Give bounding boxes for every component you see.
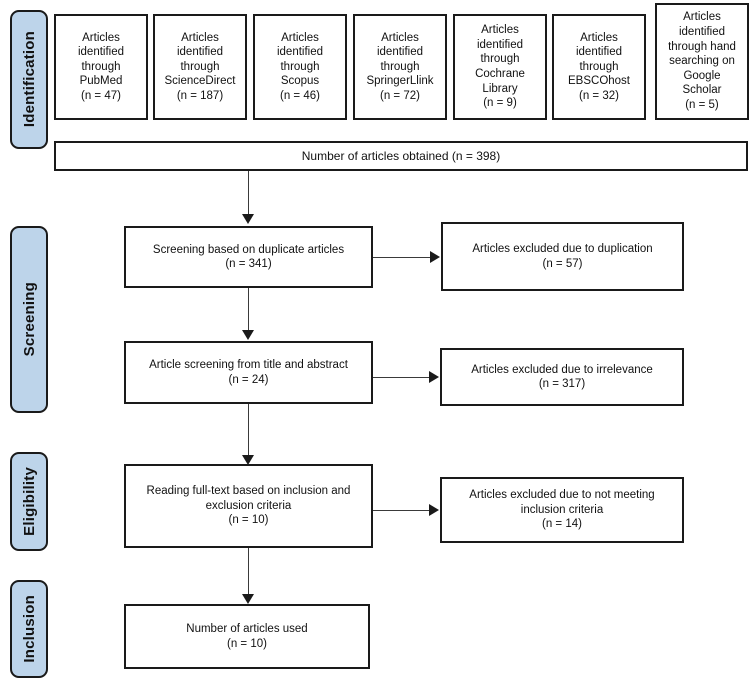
total-articles-text: Number of articles obtained (n = 398) — [301, 148, 501, 163]
connector-total-to-duplicate — [248, 171, 249, 216]
source-text-pubmed: Articles identified through PubMed (n = … — [77, 31, 125, 102]
connector-fulltext-to-final — [248, 548, 249, 597]
flow-box-full-text-reading: Reading full-text based on inclusion and… — [124, 464, 373, 548]
flow-box-title-abstract-screening: Article screening from title and abstrac… — [124, 341, 373, 404]
source-text-ebscohost: Articles identified through EBSCOhost (n… — [568, 31, 630, 102]
arrow-total-to-duplicate — [242, 214, 254, 224]
source-box-pubmed: Articles identified through PubMed (n = … — [54, 14, 148, 120]
stage-pill-inclusion: Inclusion — [10, 580, 48, 678]
total-articles-box: Number of articles obtained (n = 398) — [54, 141, 748, 171]
source-box-ebscohost: Articles identified through EBSCOhost (n… — [552, 14, 646, 120]
final-articles-used-text: Number of articles used (n = 10) — [186, 623, 308, 650]
arrow-fulltext-to-final — [242, 594, 254, 604]
source-text-sciencedirect: Articles identified through ScienceDirec… — [164, 31, 236, 102]
source-text-cochrane: Articles identified through Cochrane Lib… — [475, 24, 525, 110]
stage-pill-eligibility: Eligibility — [10, 452, 48, 551]
arrow-title-abstract-to-excluded — [429, 371, 439, 383]
excluded-box-inclusion-criteria: Articles excluded due to not meeting inc… — [440, 477, 684, 543]
source-text-springerlink: Articles identified through SpringerLlin… — [366, 31, 434, 102]
connector-fulltext-to-excluded — [373, 510, 430, 511]
source-box-sciencedirect: Articles identified through ScienceDirec… — [153, 14, 247, 120]
connector-duplicate-to-excluded — [373, 257, 431, 258]
stage-label-eligibility: Eligibility — [20, 467, 38, 536]
source-box-cochrane: Articles identified through Cochrane Lib… — [453, 14, 547, 120]
final-articles-used-box: Number of articles used (n = 10) — [124, 604, 370, 669]
stage-label-screening: Screening — [20, 282, 38, 357]
arrow-title-abstract-to-fulltext — [242, 455, 254, 465]
arrow-duplicate-to-title-abstract — [242, 330, 254, 340]
source-box-google-scholar: Articles identified through hand searchi… — [655, 3, 749, 120]
connector-title-abstract-to-excluded — [373, 377, 430, 378]
excluded-text-irrelevance: Articles excluded due to irrelevance (n … — [471, 363, 653, 391]
arrow-duplicate-to-excluded — [430, 251, 440, 263]
stage-pill-screening: Screening — [10, 226, 48, 413]
connector-duplicate-to-title-abstract — [248, 288, 249, 332]
source-text-google-scholar: Articles identified through hand searchi… — [668, 11, 736, 111]
stage-label-identification: Identification — [20, 31, 38, 128]
source-box-springerlink: Articles identified through SpringerLlin… — [353, 14, 447, 120]
source-text-scopus: Articles identified through Scopus (n = … — [276, 31, 324, 102]
flow-text-full-text-reading: Reading full-text based on inclusion and… — [146, 485, 351, 527]
source-box-scopus: Articles identified through Scopus (n = … — [253, 14, 347, 120]
flow-text-title-abstract-screening: Article screening from title and abstrac… — [149, 359, 348, 386]
excluded-box-irrelevance: Articles excluded due to irrelevance (n … — [440, 348, 684, 406]
excluded-box-duplication: Articles excluded due to duplication (n … — [441, 222, 684, 291]
flow-box-duplicate-screening: Screening based on duplicate articles (n… — [124, 226, 373, 288]
stage-pill-identification: Identification — [10, 10, 48, 149]
connector-title-abstract-to-fulltext — [248, 404, 249, 458]
stage-label-inclusion: Inclusion — [20, 595, 38, 663]
excluded-text-inclusion-criteria: Articles excluded due to not meeting inc… — [469, 489, 655, 531]
arrow-fulltext-to-excluded — [429, 504, 439, 516]
flow-text-duplicate-screening: Screening based on duplicate articles (n… — [152, 243, 345, 271]
excluded-text-duplication: Articles excluded due to duplication (n … — [472, 243, 653, 270]
